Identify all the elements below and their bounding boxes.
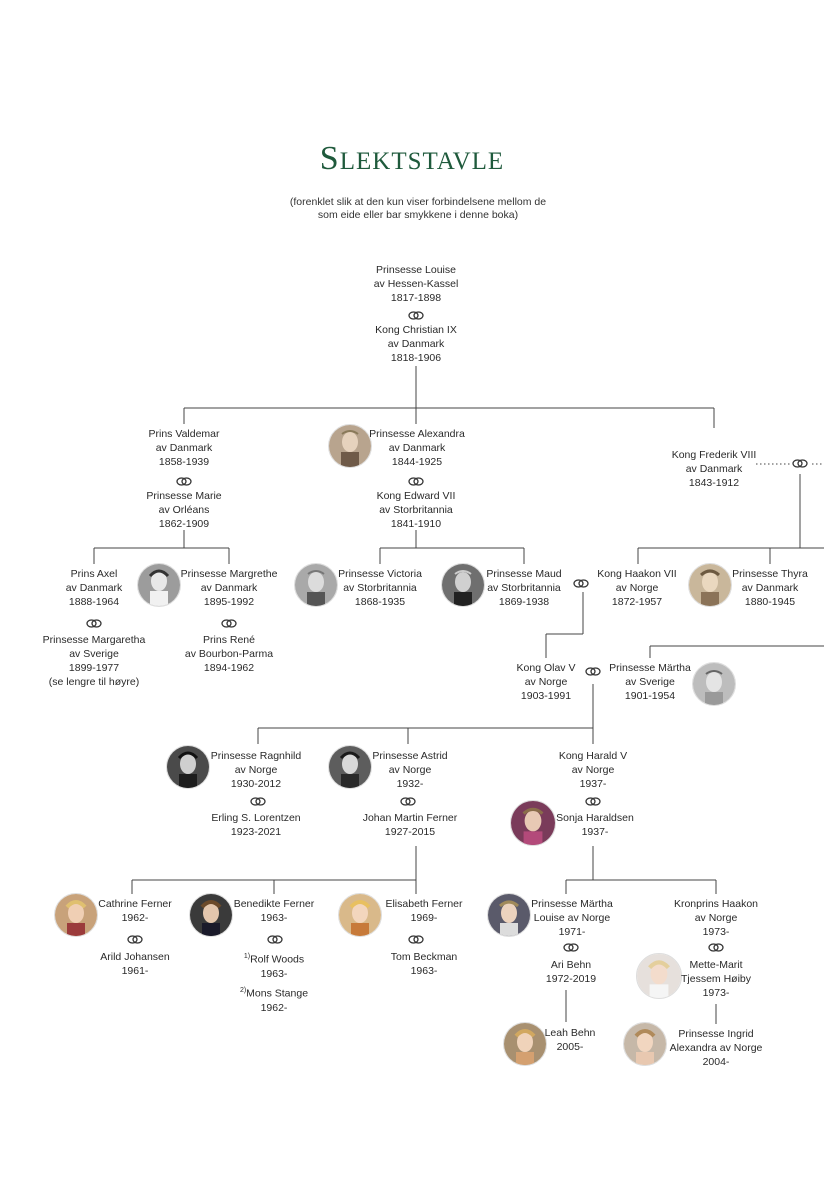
wedding-rings-icon xyxy=(408,477,424,486)
wedding-rings-icon xyxy=(408,935,424,944)
subtitle-line: som eide eller bar smykkene i denne boka… xyxy=(317,209,519,221)
wedding-rings-icon xyxy=(267,935,283,944)
wedding-rings-icon xyxy=(585,667,601,676)
person-mons-stange: 2)Mons Stange 1962- xyxy=(239,987,309,1014)
portrait-leah xyxy=(503,1022,547,1066)
portrait-alexandra xyxy=(328,424,372,468)
portrait-sonja xyxy=(510,800,556,846)
wedding-rings-icon xyxy=(127,935,143,944)
wedding-rings-icon xyxy=(400,797,416,806)
page-subtitle: (forenklet slik at den kun viser forbind… xyxy=(0,196,824,222)
portrait-elisabeth xyxy=(338,893,382,937)
person-rolf-woods: 1)Rolf Woods 1963- xyxy=(243,953,305,980)
portrait-benedikte xyxy=(189,893,233,937)
wedding-rings-icon xyxy=(563,943,579,952)
wedding-rings-icon xyxy=(792,459,808,468)
wedding-rings-icon xyxy=(176,477,192,486)
title-rest: LEKTSTAVLE xyxy=(339,148,505,175)
portrait-thyra xyxy=(688,563,732,607)
portrait-astrid xyxy=(328,745,372,789)
wedding-rings-icon xyxy=(708,943,724,952)
portrait-margrethe xyxy=(137,563,181,607)
title-initial: S xyxy=(319,140,340,177)
portrait-ragnhild xyxy=(166,745,210,789)
portrait-martha xyxy=(692,662,736,706)
wedding-rings-icon xyxy=(573,579,589,588)
wedding-rings-icon xyxy=(585,797,601,806)
wedding-rings-icon xyxy=(250,797,266,806)
portrait-martha-louise xyxy=(487,893,531,937)
page-title: SLEKTSTAVLE xyxy=(0,140,824,178)
portrait-maud xyxy=(441,563,485,607)
portrait-ingrid xyxy=(623,1022,667,1066)
portrait-cathrine xyxy=(54,893,98,937)
portrait-mette-marit xyxy=(636,953,682,999)
portrait-victoria xyxy=(294,563,338,607)
wedding-rings-icon xyxy=(221,619,237,628)
wedding-rings-icon xyxy=(408,311,424,320)
subtitle-line: (forenklet slik at den kun viser forbind… xyxy=(289,196,547,208)
wedding-rings-icon xyxy=(86,619,102,628)
